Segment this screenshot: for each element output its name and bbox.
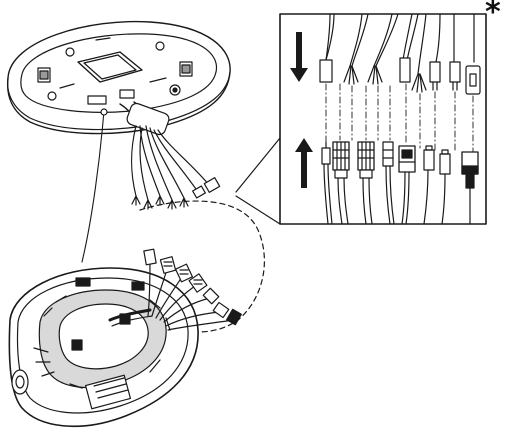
top-cable-fan [130, 125, 221, 210]
arrow-down-icon [290, 32, 308, 82]
lower-connectors [321, 141, 479, 225]
callout-leader-bottom [235, 195, 281, 225]
upper-cables [319, 13, 481, 95]
housing-connectors [143, 248, 242, 331]
safety-wire [81, 109, 105, 263]
callout-leader-top [235, 137, 281, 193]
arrow-up-icon [295, 138, 313, 188]
alignment-guides [325, 83, 474, 155]
detail-inset [279, 13, 487, 225]
camera-housing [8, 267, 199, 428]
asterisk-marker: * [485, 0, 501, 30]
mount-base [6, 20, 231, 136]
